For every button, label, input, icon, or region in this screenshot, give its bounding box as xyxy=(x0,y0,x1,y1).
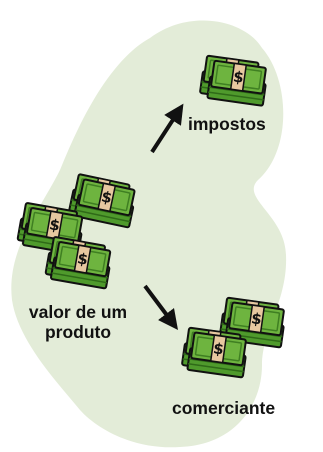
label-valor-line1: valor de um xyxy=(28,302,128,322)
money-stack-icon xyxy=(181,327,248,377)
arrow-icon xyxy=(143,284,178,330)
arrow-icon xyxy=(150,103,184,154)
money-stack-icon xyxy=(199,55,268,105)
label-valor-line2: produto xyxy=(44,322,112,342)
label-valor-de-um-produto: valor de um produto xyxy=(18,302,138,342)
label-impostos: impostos xyxy=(188,114,266,134)
label-comerciante: comerciante xyxy=(172,398,276,418)
